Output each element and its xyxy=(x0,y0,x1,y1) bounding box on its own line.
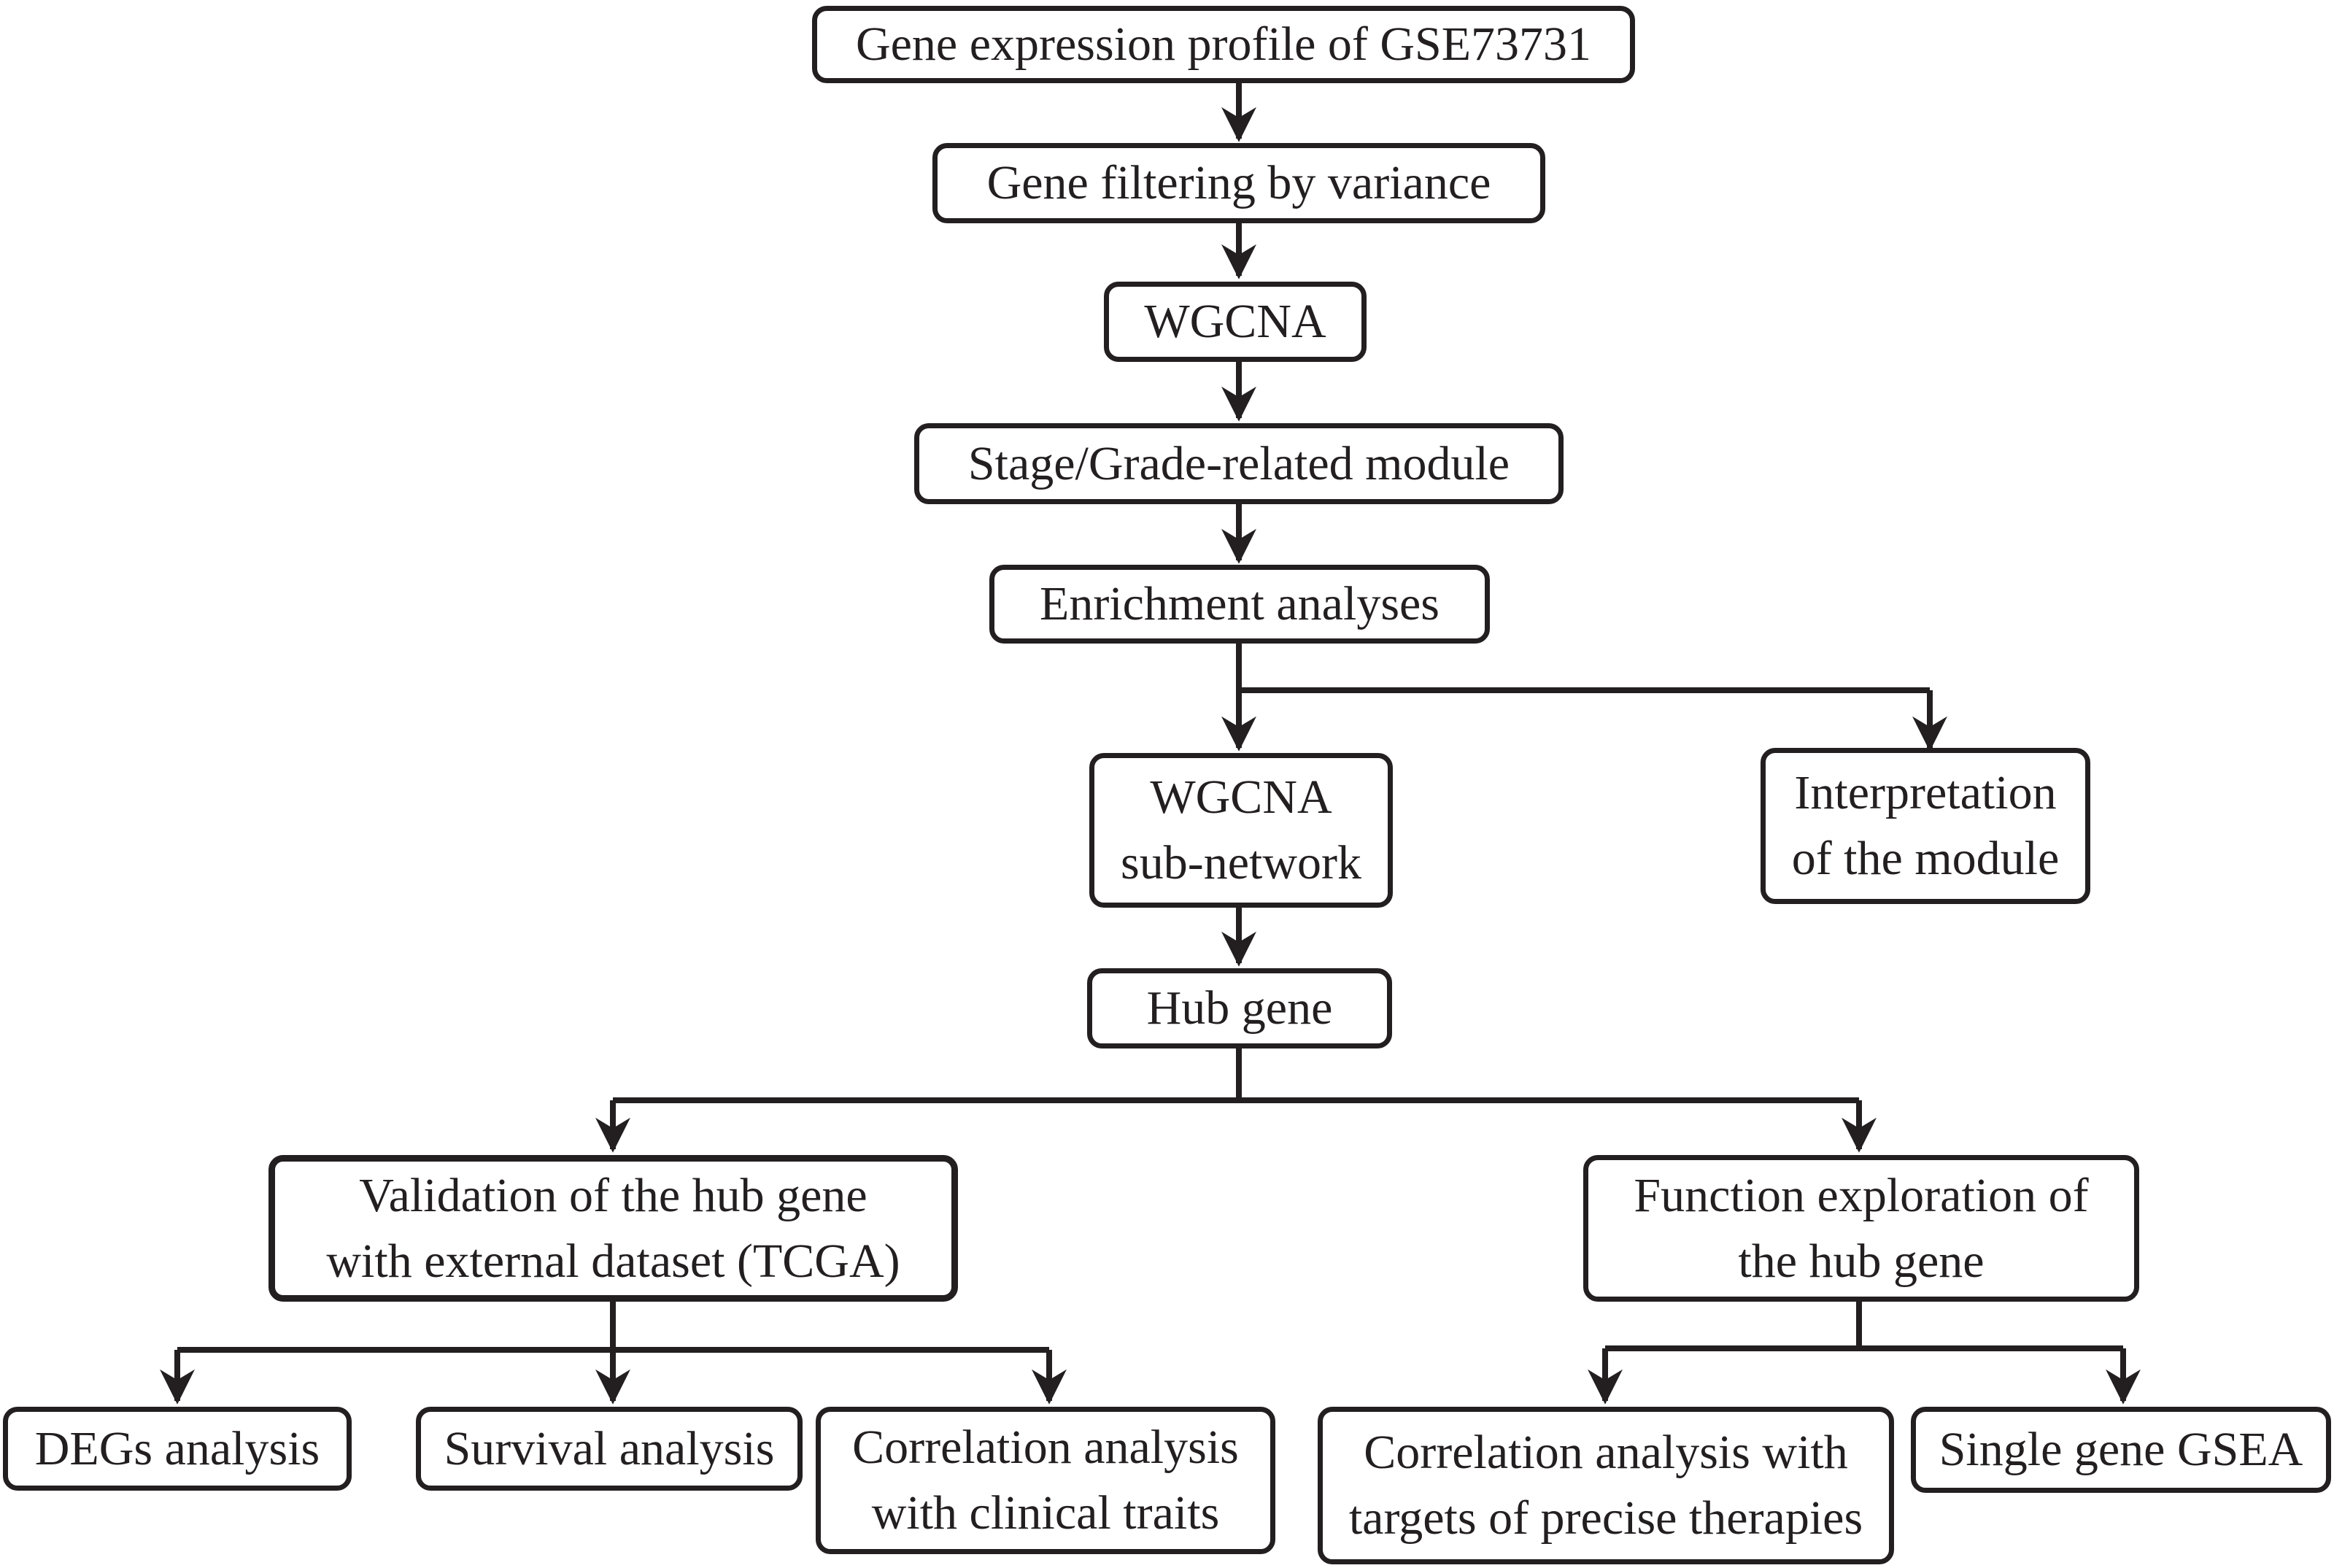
node-degs-analysis: DEGs analysis xyxy=(3,1407,352,1491)
node-label: Stage/Grade-related module xyxy=(967,436,1510,490)
node-label: Gene filtering by variance xyxy=(986,156,1491,209)
node-enrichment-analyses: Enrichment analyses xyxy=(989,565,1490,644)
node-label: Correlation analysis with clinical trait… xyxy=(852,1421,1239,1540)
node-wgcna: WGCNA xyxy=(1104,282,1367,362)
node-correlation-targets: Correlation analysis with targets of pre… xyxy=(1318,1407,1894,1564)
node-interpretation-module: Interpretation of the module xyxy=(1761,748,2090,904)
node-label: WGCNA sub-network xyxy=(1121,771,1361,889)
node-gene-filtering: Gene filtering by variance xyxy=(932,143,1545,223)
node-label: Function exploration of the hub gene xyxy=(1634,1168,2089,1288)
node-label: Enrichment analyses xyxy=(1040,577,1440,630)
node-single-gene-gsea: Single gene GSEA xyxy=(1911,1407,2331,1493)
node-label: Hub gene xyxy=(1146,981,1333,1035)
node-label: Gene expression profile of GSE73731 xyxy=(855,18,1592,71)
node-label: Validation of the hub gene with external… xyxy=(326,1168,900,1288)
node-label: Correlation analysis with targets of pre… xyxy=(1348,1426,1863,1545)
node-hub-gene: Hub gene xyxy=(1087,968,1392,1048)
node-label: DEGs analysis xyxy=(34,1421,320,1475)
node-label: Single gene GSEA xyxy=(1939,1423,2303,1476)
node-function-exploration: Function exploration of the hub gene xyxy=(1583,1155,2139,1302)
node-correlation-clinical: Correlation analysis with clinical trait… xyxy=(816,1407,1275,1554)
node-stage-grade-module: Stage/Grade-related module xyxy=(914,423,1564,504)
node-wgcna-subnetwork: WGCNA sub-network xyxy=(1089,753,1393,908)
node-label: Survival analysis xyxy=(444,1421,775,1475)
node-survival-analysis: Survival analysis xyxy=(416,1407,803,1491)
node-gene-expression-profile: Gene expression profile of GSE73731 xyxy=(812,6,1635,83)
node-label: WGCNA xyxy=(1144,295,1326,348)
node-validation-hub-gene: Validation of the hub gene with external… xyxy=(268,1155,958,1302)
node-label: Interpretation of the module xyxy=(1791,766,2060,885)
